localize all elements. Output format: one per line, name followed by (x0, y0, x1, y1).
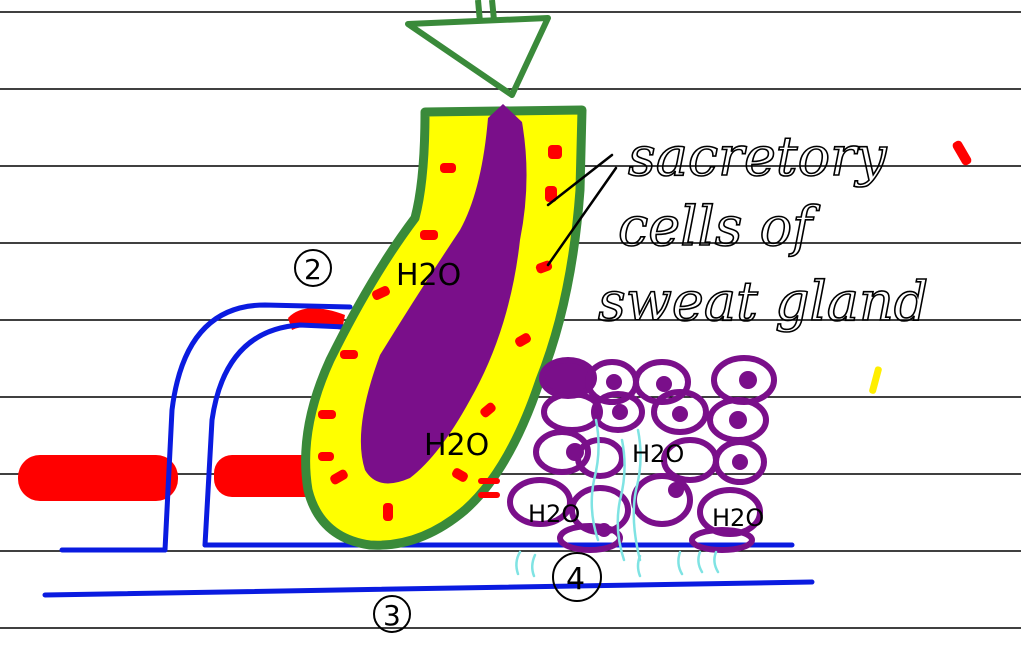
circled-number-4: 4 (553, 553, 601, 601)
diffusion-line (638, 556, 640, 576)
h2o-label-cells-top: H2O (632, 440, 684, 468)
cell-nucleus (668, 482, 684, 498)
red-tick-mark (951, 139, 973, 167)
cell-nucleus (732, 454, 748, 470)
annotation-line-1: sacretory (628, 125, 888, 188)
cell-nucleus (739, 371, 757, 389)
arrow-shaft-right (492, 0, 494, 20)
circled-number-2: 2 (295, 250, 331, 286)
annotation-line-3: sweat gland (598, 270, 928, 333)
number-text: 4 (566, 562, 585, 597)
tissue-cell (634, 476, 690, 524)
cell-nucleus (672, 406, 688, 422)
diffusion-line (714, 552, 718, 572)
number-text: 3 (383, 599, 401, 632)
diffusion-line (678, 552, 682, 574)
h2o-label-middle: H2O (424, 428, 489, 463)
annotation-line-2: cells of (618, 195, 820, 258)
blood-vessel (18, 308, 345, 501)
cell-nucleus (606, 374, 622, 390)
cell-nucleus (656, 376, 672, 392)
diffusion-line (698, 552, 702, 572)
arrow-head (408, 18, 548, 95)
tissue-cell (692, 530, 752, 550)
h2o-label-top: H2O (396, 258, 461, 293)
cell-nucleus (597, 523, 611, 537)
yellow-tick-mark (868, 366, 882, 395)
number-text: 2 (304, 253, 322, 286)
nucleus (318, 452, 334, 461)
secretion-arrow (408, 0, 548, 95)
diffusion-line (516, 552, 520, 574)
blood-vessel-left (18, 455, 178, 501)
h2o-label-cells-right: H2O (712, 504, 764, 532)
diffusion-line (532, 555, 535, 576)
nucleus (318, 410, 336, 419)
h2o-label-cells-left: H2O (528, 500, 580, 528)
nucleus (440, 163, 456, 173)
nucleus (340, 350, 358, 359)
nucleus (548, 145, 562, 159)
arrow-shaft-left (478, 0, 480, 22)
nucleus (478, 492, 500, 498)
annotation-text: sacretory cells of sweat gland (598, 125, 928, 333)
nucleus (383, 503, 393, 521)
base-line-long (45, 582, 812, 595)
nucleus (478, 478, 500, 484)
cell-nucleus (612, 404, 628, 420)
cell-nucleus (566, 443, 584, 461)
cell-nucleus (729, 411, 747, 429)
nucleus (420, 230, 438, 240)
circled-number-3: 3 (374, 596, 410, 632)
